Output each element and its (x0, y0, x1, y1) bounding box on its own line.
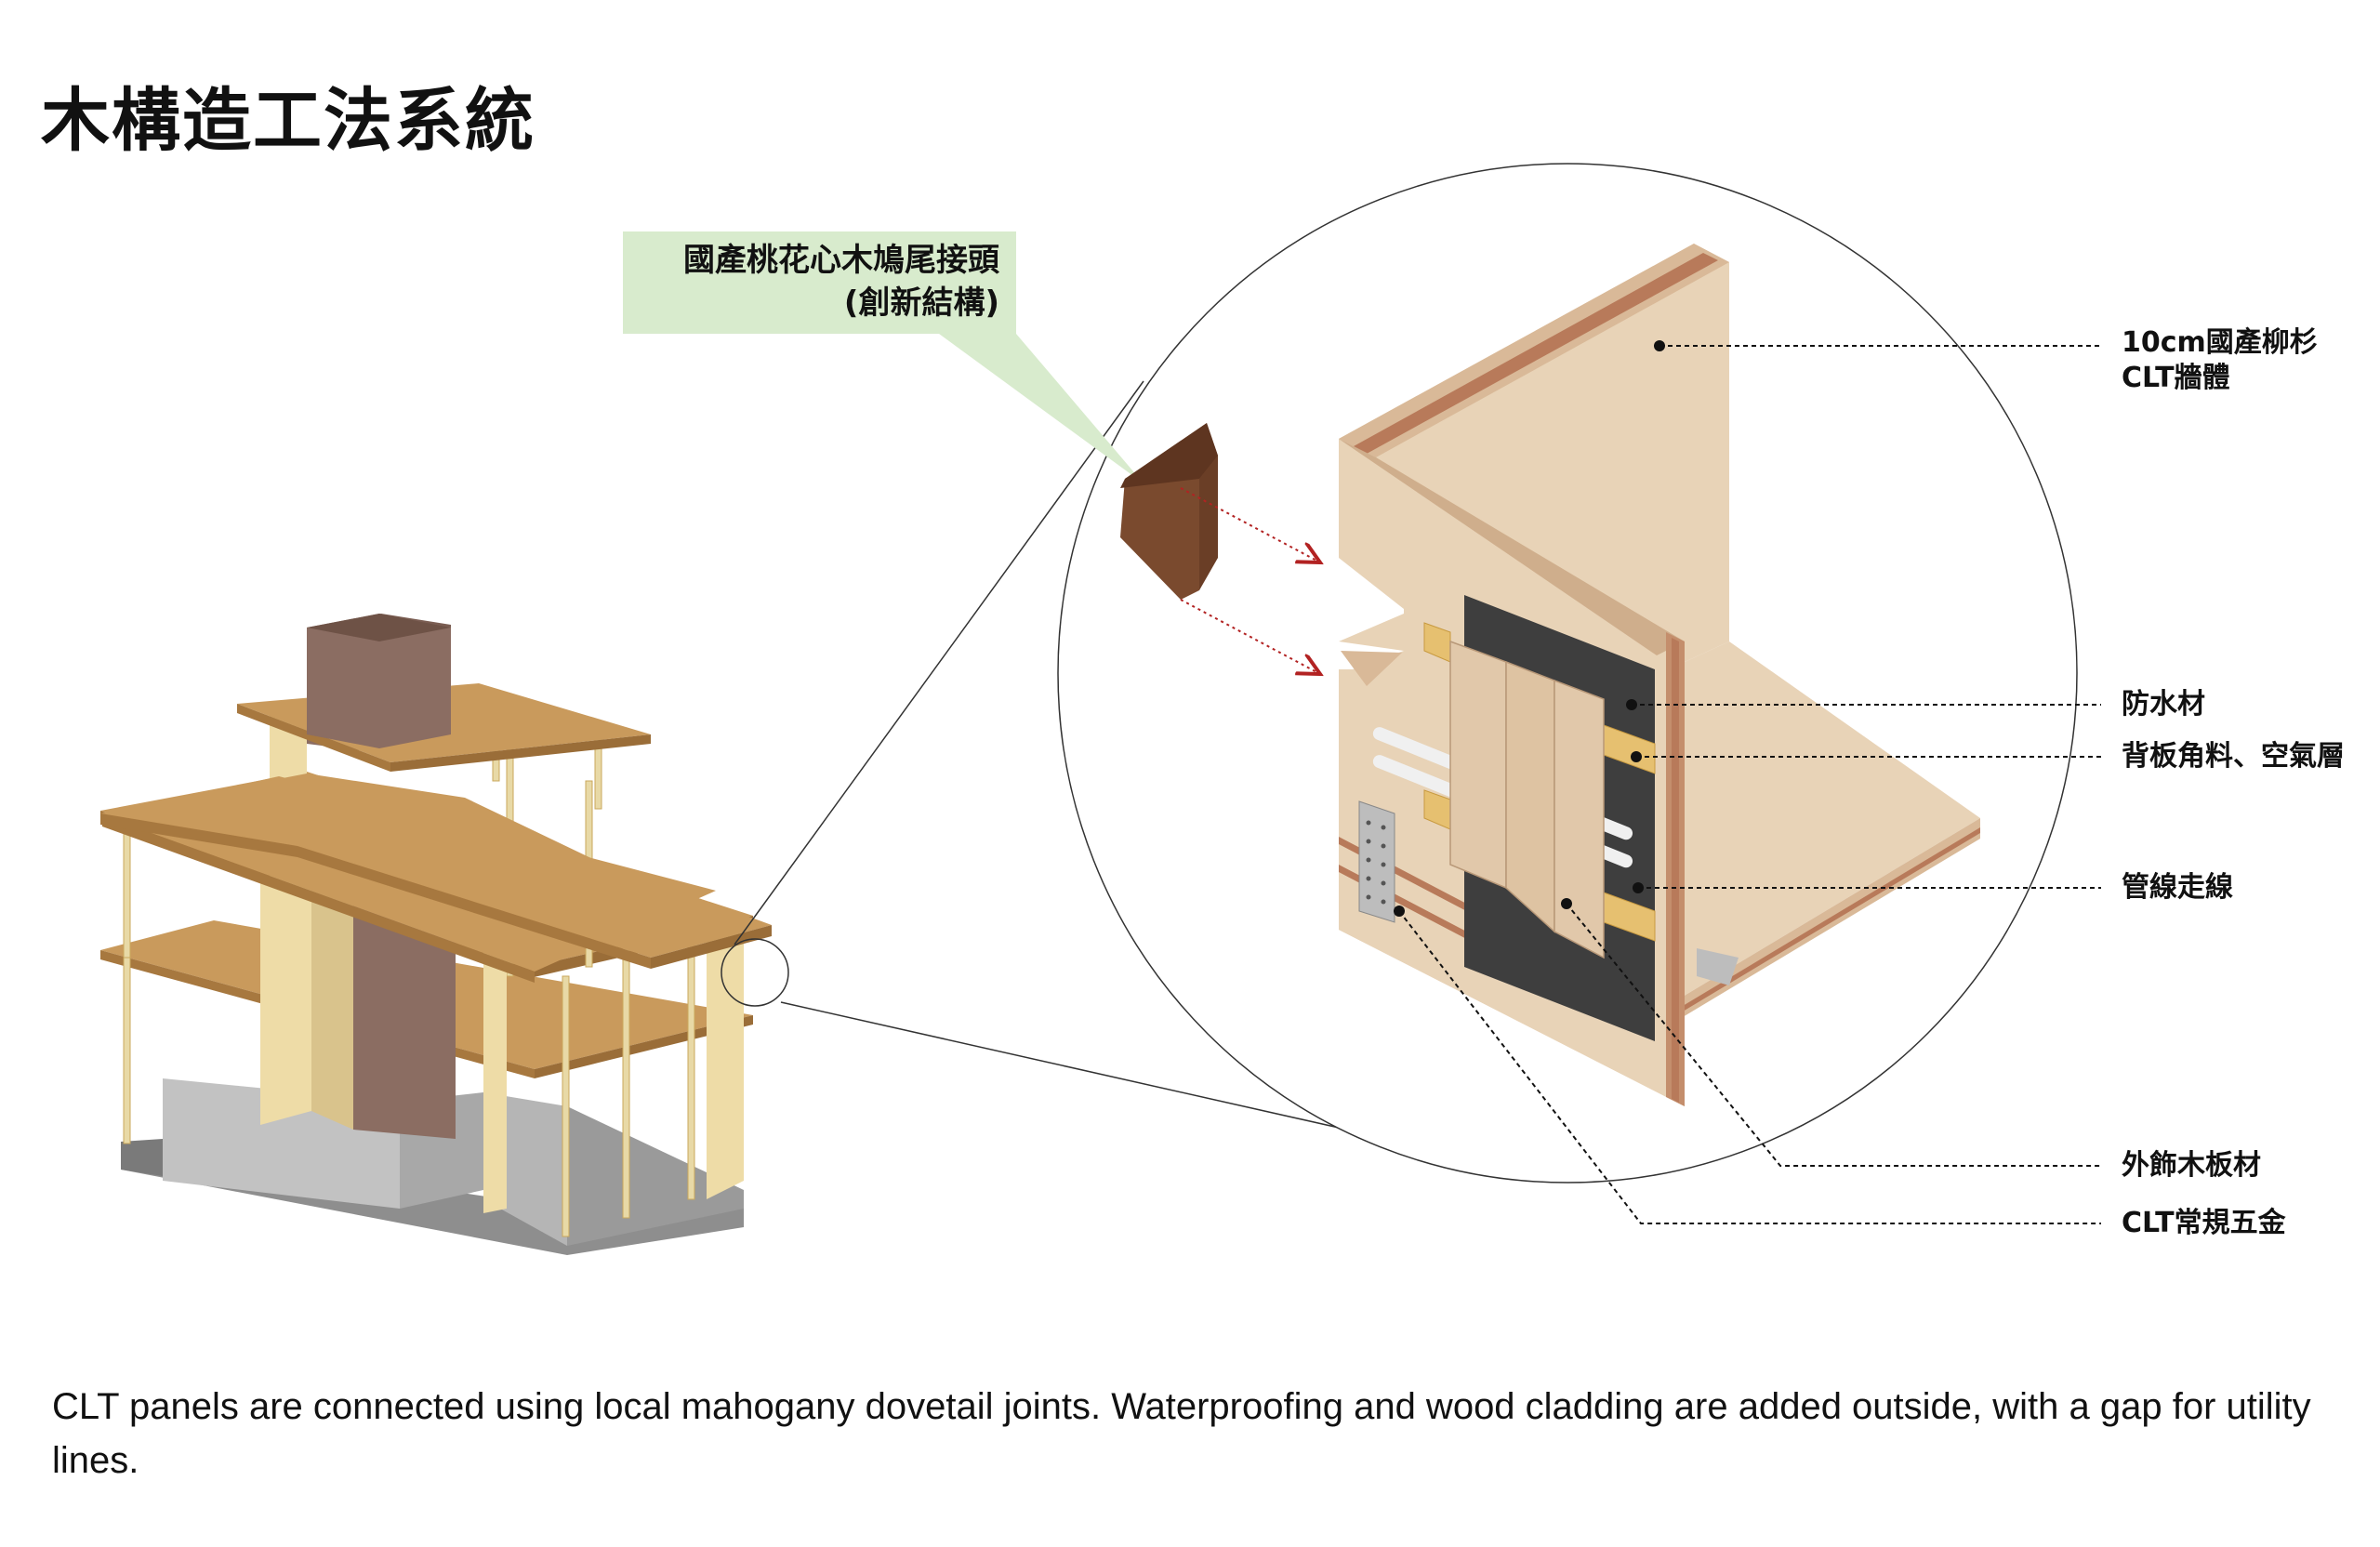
label-battens-air-layer: 背板角料、空氣層 (2122, 740, 2345, 773)
label-clt-hardware: CLT常規五金 (2122, 1207, 2286, 1239)
label-utility-lines: 管線走線 (2122, 871, 2233, 904)
label-clt-wall-line2: CLT牆體 (2122, 362, 2230, 394)
callout-line-2: (創新結構) (843, 284, 999, 322)
dovetail-callout: 國產桃花心木鳩尾接頭 (創新結構) (623, 231, 1016, 334)
caption-text: CLT panels are connected using local mah… (52, 1386, 2311, 1481)
callout-line-1: 國產桃花心木鳩尾接頭 (683, 242, 999, 279)
label-clt-wall-line1: 10cm國產柳杉 (2122, 326, 2318, 359)
label-exterior-cladding: 外飾木板材 (2122, 1149, 2261, 1182)
label-waterproofing: 防水材 (2122, 688, 2205, 721)
building-model (100, 614, 789, 1255)
label-clt-wall: 10cm國產柳杉 CLT牆體 (2122, 325, 2318, 396)
clt-detail (1120, 244, 1980, 1106)
page-title: 木構造工法系統 (41, 81, 536, 161)
